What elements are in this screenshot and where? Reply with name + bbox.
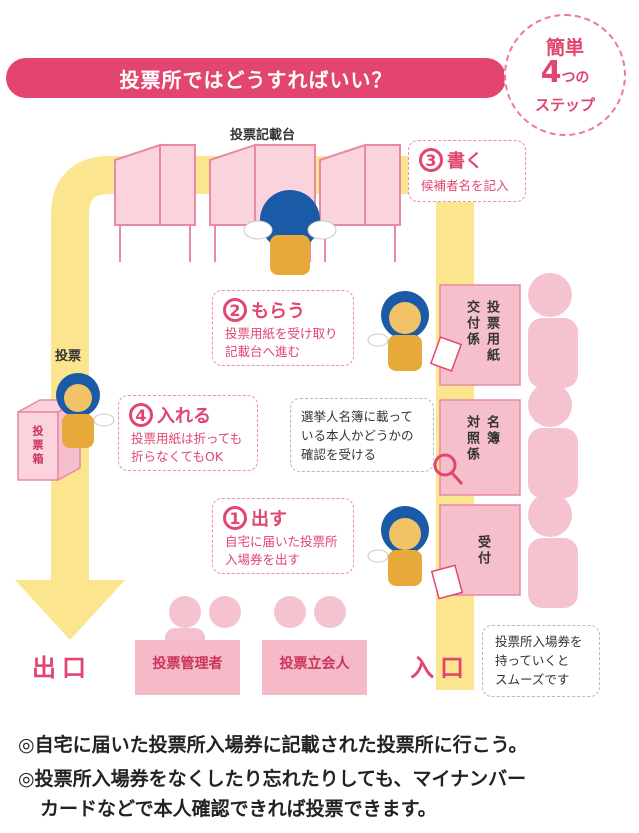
step2-desc-2: 記載台へ進む (225, 344, 301, 359)
ballot-desk-label-1: 交付係 (464, 300, 479, 348)
step1-desc-2: 入場券を出す (225, 552, 301, 567)
note-1: ◎自宅に届いた投票所入場券に記載された投票所に行こう。 (18, 734, 528, 756)
ballot-label: 投票 (55, 349, 82, 364)
witness-label: 投票立会人 (262, 648, 367, 678)
step4-desc-2: 折らなくてもOK (131, 449, 224, 464)
mascot-step4 (56, 373, 115, 448)
step4-desc-1: 投票用紙は折っても (131, 431, 243, 446)
entry-label: 入口 (410, 654, 470, 682)
step1-desc-1: 自宅に届いた投票所 (225, 534, 338, 549)
ballot-desk-label-2: 投票用紙 (484, 300, 499, 364)
mascot-step1 (367, 506, 429, 586)
booth-label: 投票記載台 (230, 128, 296, 143)
roll-check-line-2: いる本人かどうかの (301, 428, 414, 443)
note-2b: カードなどで本人確認できれば投票できます。 (40, 798, 437, 820)
step3-desc: 候補者名を記入 (421, 178, 509, 193)
entry-tip-line-2: 持っていくと (495, 653, 570, 668)
reception-label: 受付 (475, 535, 490, 567)
step4-title: 入れる (157, 406, 211, 427)
step3-number: 3 (419, 148, 443, 172)
manager-label: 投票管理者 (135, 648, 240, 678)
entry-tip-line-1: 投票所入場券を (495, 634, 583, 649)
step1-number: 1 (223, 506, 247, 530)
page-title: 投票所ではどうすればいい？ (6, 58, 506, 98)
roll-desk-label-1: 対照係 (464, 415, 479, 463)
ticket-paper (430, 564, 464, 600)
step1-title: 出す (251, 509, 287, 530)
four-steps-badge: 簡単 4つの ステップ (504, 14, 626, 136)
entry-tip-bubble: 投票所入場券を 持っていくと スムーズです (482, 625, 600, 697)
ballot-box-label: 投票箱 (31, 425, 44, 467)
exit-label: 出口 (32, 654, 92, 682)
badge-number: 4つの (540, 55, 590, 90)
step2-title: もらう (251, 301, 305, 322)
step2-desc-1: 投票用紙を受け取り (225, 326, 338, 341)
mascot-step2 (367, 291, 429, 371)
roll-check-line-3: 確認を受ける (301, 447, 377, 462)
magnifier-icon (433, 453, 464, 486)
step4-number: 4 (129, 403, 153, 427)
step2-number: 2 (223, 298, 247, 322)
step3-title: 書く (447, 151, 483, 172)
mascot-booth (243, 190, 337, 275)
exit-arrow (15, 580, 125, 640)
roll-check-line-1: 選挙人名簿に載って (301, 409, 413, 424)
staff-silhouettes (165, 273, 578, 658)
badge-steps: ステップ (534, 96, 595, 114)
voting-booths (114, 143, 401, 226)
roll-desk-label-2: 名簿 (484, 415, 499, 447)
entry-tip-line-3: スムーズです (495, 672, 570, 687)
note-2a: ◎投票所入場券をなくしたり忘れたりしても、マイナンバー (18, 768, 527, 790)
roll-check-bubble: 選挙人名簿に載って いる本人かどうかの 確認を受ける (290, 398, 434, 472)
ballot-paper (429, 336, 463, 372)
badge-easy: 簡単 (545, 37, 584, 59)
desks (439, 284, 521, 596)
